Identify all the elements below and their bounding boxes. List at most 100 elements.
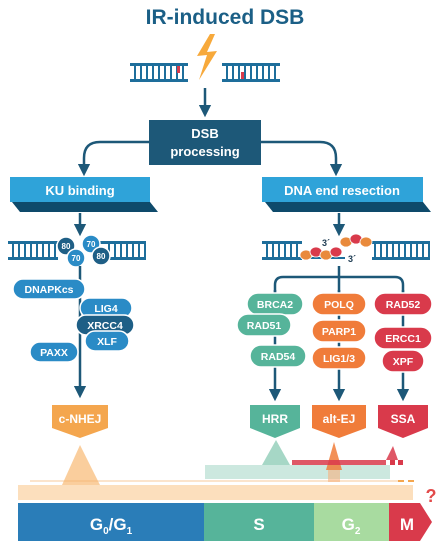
dna-rung [18,244,20,257]
protein-rad52: RAD52 [386,299,421,311]
dna-rung [232,66,234,79]
ssa-proteins: RAD52 ERCC1 XPF [373,292,433,373]
pathway-ssa: SSA [378,405,428,438]
dna-rung [114,244,116,257]
protein-rad54: RAD54 [261,351,296,363]
arrow-to-resection [261,140,343,177]
ku-binding-label: KU binding [45,183,114,198]
protein-lig13: LIG1/3 [323,353,355,365]
phase-g0g1: G0/G1 [90,515,133,537]
dna-rung [30,244,32,257]
dna-rung [380,244,382,257]
arrow-to-ku-binding [77,140,149,177]
cnhej-proteins: DNAPKcs LIG4 XRCC4 XLF PAXX [12,278,135,363]
phase-m: M [400,515,414,534]
dna-rung [250,66,252,79]
dna-rung [244,66,246,79]
dna-rung [152,66,154,79]
dna-rung [48,244,50,257]
dna-rung [374,244,376,257]
dna-rung [140,66,142,79]
pathway-hrr-label: HRR [262,412,288,426]
dna-rung [422,244,424,257]
phase-s: S [253,515,264,534]
dna-rung [158,66,160,79]
pathway-hrr: HRR [250,405,300,438]
dna-rung [284,244,286,257]
protein-brca2: BRCA2 [257,299,293,311]
altej-proteins: POLQ PARP1 LIG1/3 [311,292,367,370]
protein-polq: POLQ [324,299,354,311]
ku-label: 80 [62,242,71,251]
rpa-bead [329,246,343,258]
hrr-proteins: BRCA2 RAD51 RAD54 [236,292,307,368]
dna-rung [290,244,292,257]
protein-dnapkcs: DNAPKcs [24,284,73,296]
three-prime-label: 3´ [348,254,356,264]
ssa-activity-band [292,446,403,465]
broken-dna-icon [130,63,280,82]
dna-rung [164,66,166,79]
dna-rung [226,66,228,79]
resection-header: DNA end resection [262,177,431,212]
dna-rung [170,66,172,79]
resection-label: DNA end resection [284,183,400,198]
dna-rung [144,244,146,257]
resected-dna-icon: 3´ 3´ [262,233,430,264]
ku-label: 80 [97,252,106,261]
dna-rung [54,244,56,257]
dna-rung [238,66,240,79]
unknown-question-mark: ? [426,486,437,506]
dna-rung [120,244,122,257]
pathway-ssa-label: SSA [391,412,416,426]
protein-xlf: XLF [97,336,117,348]
protein-xrcc4: XRCC4 [87,320,123,332]
hrr-activity-band [205,440,390,479]
dna-rung [138,244,140,257]
rpa-bead [359,236,373,248]
dna-rung [36,244,38,257]
dna-rung [266,244,268,257]
dna-rung [296,244,298,257]
protein-rad51: RAD51 [247,320,282,332]
dsb-processing-box: DSB processing [149,120,261,165]
dna-rung [146,66,148,79]
protein-lig4: LIG4 [94,303,117,315]
dna-rung [416,244,418,257]
dna-rung [42,244,44,257]
dna-rung [256,66,258,79]
processing-line2: processing [170,144,239,159]
dna-rung [428,244,430,257]
dna-rung [134,66,136,79]
pathway-altej: alt-EJ [312,405,366,438]
dna-rung [272,244,274,257]
dna-rung [126,244,128,257]
pathway-cnhej: c-NHEJ [52,405,108,438]
protein-ercc1: ERCC1 [385,333,421,345]
dna-rung [182,66,184,79]
dna-rung [386,244,388,257]
three-prime-label: 3´ [322,238,330,248]
cnhej-activity-band [18,445,414,500]
diagram-title: IR-induced DSB [146,6,305,29]
pathway-altej-label: alt-EJ [323,412,356,426]
dna-rung [278,244,280,257]
dna-rung [274,66,276,79]
protein-paxx: PAXX [40,347,68,359]
dna-rung [132,244,134,257]
dna-rung [268,66,270,79]
ku-dna-icon: 80 70 70 80 [8,234,146,268]
pathway-cnhej-label: c-NHEJ [59,412,102,426]
dna-rung [392,244,394,257]
dna-rung [410,244,412,257]
cell-cycle-bar: G0/G1 S G2 M [18,503,432,541]
dna-rung [262,66,264,79]
ku-label: 70 [72,254,81,263]
dna-rung [398,244,400,257]
dna-rung [24,244,26,257]
phase-g2: G2 [342,515,361,537]
processing-line1: DSB [191,126,218,141]
resection-branch-lines [273,266,405,293]
lightning-icon [197,34,217,80]
